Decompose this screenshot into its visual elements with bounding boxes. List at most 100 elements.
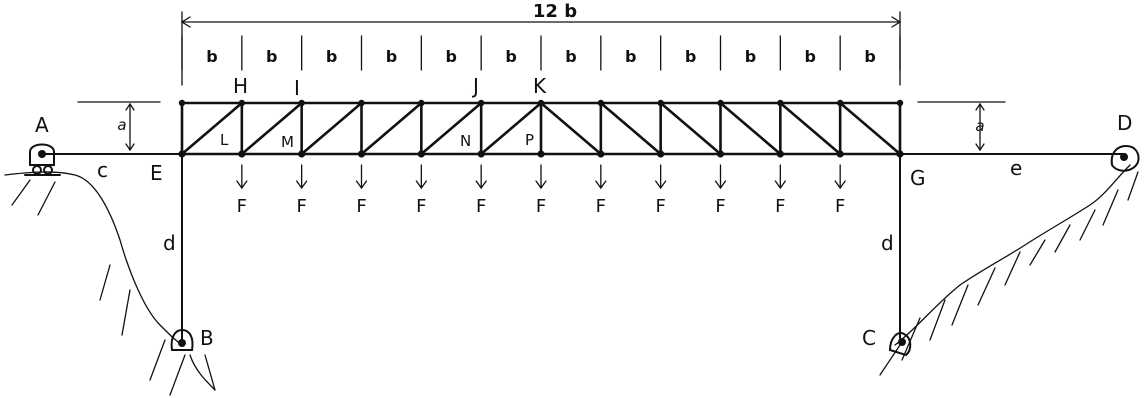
pin-support-B	[170, 328, 194, 351]
bottom-joint	[417, 150, 425, 158]
pin-B	[178, 339, 186, 347]
support-A	[24, 143, 61, 176]
pin-A	[38, 150, 46, 158]
load-arrow-head	[236, 180, 248, 190]
support-D	[1110, 144, 1140, 172]
left-hatch-2	[37, 181, 56, 216]
right-hatch-2	[1102, 189, 1119, 226]
load-label: F	[655, 196, 665, 217]
right-terrain	[879, 164, 1139, 376]
bottom-joint	[357, 150, 366, 158]
diagonal-member	[240, 101, 303, 156]
left-ground-line	[4, 171, 183, 346]
height-left-label: a	[117, 116, 126, 134]
left-hatch-5	[149, 339, 166, 381]
diagonal-member	[479, 101, 543, 156]
node-label-M: M	[281, 133, 294, 151]
node-label-A: A	[35, 113, 49, 137]
diagonal-member	[180, 101, 244, 156]
node-label-B: B	[200, 326, 214, 350]
panel-label: b	[805, 47, 816, 66]
panel-label: b	[745, 47, 756, 66]
diagonal-member	[599, 101, 662, 156]
height-left-arrow-top	[125, 102, 135, 111]
right-hatch-4	[1054, 224, 1071, 253]
bottom-joint	[477, 150, 485, 158]
right-hatch-5	[1029, 239, 1046, 266]
node-label-G: G	[910, 166, 926, 190]
span-label: 12 b	[533, 1, 577, 22]
right-ground-line	[894, 164, 1131, 346]
load-label: F	[476, 196, 486, 217]
bottom-joint	[178, 150, 186, 158]
panel-label: b	[685, 47, 696, 66]
load-arrow-head	[595, 180, 607, 190]
load-label: F	[416, 196, 426, 217]
right-hatch-3	[1079, 209, 1096, 241]
height-left-arrow-bottom	[125, 143, 135, 152]
node-label-C: C	[862, 326, 876, 350]
bottom-joint	[298, 150, 306, 158]
right-hatch-10	[901, 317, 921, 361]
top-joint	[358, 99, 365, 107]
top-joint	[657, 99, 664, 107]
node-label-K: K	[533, 74, 547, 98]
columns	[181, 153, 901, 341]
right-hatch-7	[977, 267, 996, 306]
top-joint	[238, 99, 246, 107]
panel-label: b	[206, 47, 217, 66]
overhang-label-e: e	[1010, 156, 1022, 180]
pin-support-C	[888, 332, 912, 357]
load-label: F	[596, 196, 606, 217]
left-hatch-4	[121, 289, 131, 336]
load-label: F	[296, 196, 306, 217]
load-arrow-head	[355, 180, 368, 190]
node-label-I: I	[294, 76, 300, 100]
panel-label: b	[266, 47, 277, 66]
right-hatch-8	[951, 284, 969, 326]
overhang-label-c: c	[97, 158, 108, 182]
diagonal-member	[360, 101, 423, 156]
height-right-arrow-top	[975, 102, 985, 111]
load-arrow-head	[535, 180, 547, 190]
diagonal-member	[838, 101, 902, 156]
right-hatch-11	[879, 344, 901, 376]
panel-label: b	[505, 47, 516, 66]
left-hatch-7	[204, 354, 216, 391]
span-dimension: 12 b	[180, 1, 902, 86]
node-label-J: J	[471, 74, 479, 98]
bottom-joint	[776, 150, 784, 158]
panel-label: b	[565, 47, 576, 66]
bottom-joint	[836, 150, 844, 158]
load-label: F	[835, 196, 845, 217]
roller-support-A	[29, 143, 55, 166]
load-label: F	[237, 196, 247, 217]
panel-label: b	[625, 47, 636, 66]
load-arrow-head	[415, 180, 427, 190]
left-hatch-1	[11, 179, 31, 206]
column-label-left-d: d	[163, 231, 176, 255]
load-arrow-head	[296, 180, 308, 190]
support-B	[170, 328, 194, 351]
left-terrain	[4, 171, 216, 396]
load-label: F	[775, 196, 785, 217]
load-arrow-head	[834, 180, 846, 190]
node-label-D: D	[1117, 111, 1132, 135]
panel-label: b	[864, 47, 875, 66]
panel-label: b	[446, 47, 457, 66]
right-hatch-6	[1004, 251, 1021, 286]
bottom-joint	[597, 150, 605, 158]
top-joint	[777, 99, 784, 107]
diagonal-member	[539, 101, 603, 156]
top-joint	[477, 99, 485, 107]
top-joint	[178, 99, 186, 107]
load-arrow-head	[774, 180, 786, 190]
top-joint	[418, 99, 425, 107]
panel-label: b	[326, 47, 337, 66]
column-label-right-d: d	[881, 231, 894, 255]
pin-D	[1120, 153, 1128, 161]
labels: A B C D E G H I J K L M N P c e d d	[35, 74, 1132, 350]
load-label: F	[536, 196, 546, 217]
